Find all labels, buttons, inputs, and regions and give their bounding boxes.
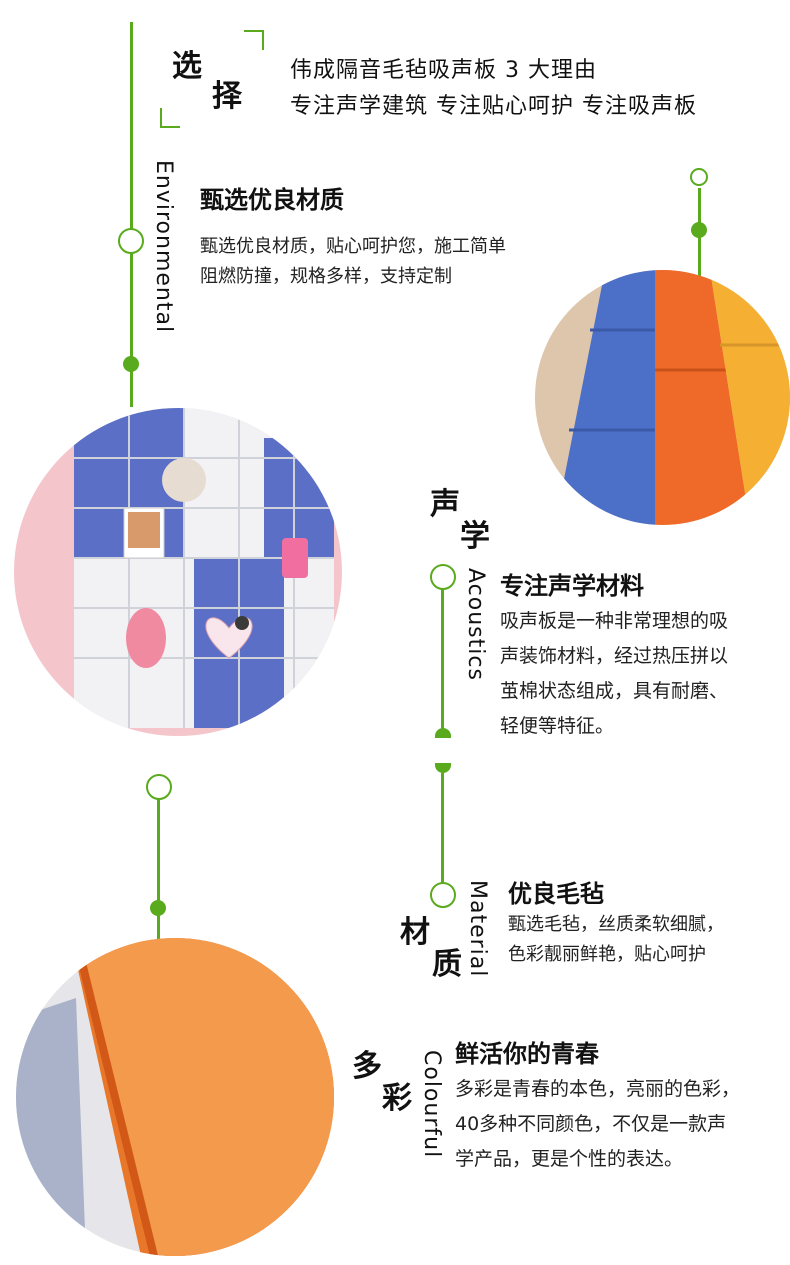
acoustics-char-2: 学 (460, 519, 490, 554)
material-label: Material (465, 880, 490, 978)
header-char-1: 选 (172, 49, 202, 84)
bracket-bottom-left (160, 108, 180, 128)
environmental-line-1: 甄选优良材质，贴心呵护您，施工简单 (200, 236, 506, 257)
material-line-2: 色彩靓丽鲜艳，贴心呵护 (508, 944, 706, 965)
environmental-label: Environmental (151, 160, 176, 334)
bracket-top-right (244, 30, 264, 50)
acoustics-dot-1 (435, 728, 451, 738)
material-char-2: 质 (432, 947, 462, 982)
acoustics-ring (430, 564, 456, 590)
acoustics-line-1: 吸声板是一种非常理想的吸 (500, 610, 729, 632)
acoustics-line-3: 茧棉状态组成，具有耐磨、 (500, 680, 729, 702)
acoustics-line (441, 588, 444, 734)
acoustics-char-1: 声 (430, 487, 460, 522)
environmental-text: 甄选优良材质，贴心呵护您，施工简单 阻燃防撞，规格多样，支持定制 (200, 232, 506, 292)
acoustics-title: 专注声学材料 (500, 572, 644, 600)
environmental-dot (123, 356, 139, 372)
colourful-text: 多彩是青春的本色，亮丽的色彩， 40多种不同颜色，不仅是一款声 学产品，更是个性… (455, 1072, 740, 1177)
left-hanging-line (157, 796, 160, 946)
acoustics-line-2: 声装饰材料，经过热压拼以 (500, 645, 729, 667)
colourful-line-2: 40多种不同颜色，不仅是一款声 (455, 1113, 727, 1135)
right-top-dot (691, 222, 707, 238)
acoustics-line-4: 轻便等特征。 (500, 715, 615, 737)
colourful-char-2: 彩 (382, 1081, 412, 1116)
acoustics-label: Acoustics (463, 568, 488, 681)
colourful-line-1: 多彩是青春的本色，亮丽的色彩， (455, 1078, 741, 1100)
colourful-char-1: 多 (352, 1049, 382, 1084)
right-top-ring (690, 168, 708, 186)
environmental-title: 甄选优良材质 (200, 186, 344, 214)
material-char-1: 材 (400, 915, 430, 950)
header-line-1: 伟成隔音毛毡吸声板 3 大理由 (290, 58, 597, 83)
material-line (441, 773, 444, 885)
colourful-title: 鲜活你的青春 (455, 1040, 599, 1068)
header-char-2: 择 (212, 79, 242, 114)
bulletin-board-photo (14, 408, 342, 736)
colourful-label: Colourful (419, 1050, 444, 1159)
material-line-1: 甄选毛毡，丝质柔软细腻， (508, 914, 724, 935)
material-text: 甄选毛毡，丝质柔软细腻， 色彩靓丽鲜艳，贴心呵护 (508, 910, 724, 970)
header-line-2: 专注声学建筑 专注贴心呵护 专注吸声板 (290, 94, 697, 119)
acoustics-dot-2 (435, 763, 451, 773)
right-hanging-line (698, 188, 701, 288)
acoustics-text: 吸声板是一种非常理想的吸 声装饰材料，经过热压拼以 茧棉状态组成，具有耐磨、 轻… (500, 604, 728, 744)
left-vertical-line (130, 22, 133, 407)
orange-felt-photo (16, 938, 334, 1256)
material-ring (430, 882, 456, 908)
material-title: 优良毛毡 (508, 880, 604, 908)
left-hanging-ring (146, 774, 172, 800)
environmental-ring (118, 228, 144, 254)
environmental-line-2: 阻燃防撞，规格多样，支持定制 (200, 266, 452, 287)
colourful-line-3: 学产品，更是个性的表达。 (455, 1148, 684, 1170)
felt-panels-photo (535, 270, 790, 525)
left-hanging-dot (150, 900, 166, 916)
